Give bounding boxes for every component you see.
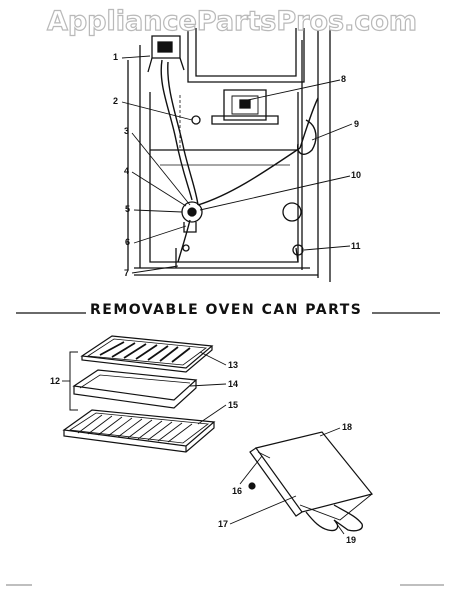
section-title: REMOVABLE OVEN CAN PARTS [88, 302, 365, 318]
callout-3: 3 [124, 126, 130, 136]
callout-7: 7 [124, 268, 130, 278]
callout-11: 11 [351, 241, 361, 251]
sensor-box [147, 35, 185, 73]
leader-lines-shield [229, 427, 345, 535]
callout-16: 16 [232, 486, 243, 496]
broiler-insert [80, 335, 214, 373]
callout-5: 5 [125, 204, 131, 214]
watermark-text: AppliancePartsPros.com [46, 5, 418, 37]
callout-14: 14 [228, 379, 239, 389]
leader-lines-upper [121, 55, 353, 274]
wire-harness [160, 59, 319, 263]
callout-12: 12 [50, 376, 61, 386]
oven-cavity [127, 28, 331, 282]
oven-rack [62, 409, 216, 453]
screw [182, 244, 190, 252]
broiler-pan-set [62, 335, 216, 453]
terminal-block [181, 201, 203, 233]
callout-15: 15 [228, 400, 239, 410]
callout-9: 9 [354, 119, 360, 129]
callout-1: 1 [113, 52, 119, 62]
callout-8: 8 [341, 74, 347, 84]
callout-18: 18 [342, 422, 353, 432]
callout-6: 6 [125, 237, 131, 247]
callout-4: 4 [124, 166, 130, 176]
callout-17: 17 [218, 519, 229, 529]
callout-13: 13 [228, 360, 239, 370]
oven-shield [248, 431, 374, 532]
leader-lines-pan [62, 351, 227, 425]
callout-2: 2 [113, 96, 119, 106]
callout-19: 19 [346, 535, 357, 545]
broil-bracket [211, 89, 279, 125]
broiler-pan [72, 369, 198, 409]
leveling-foot [292, 244, 304, 256]
callout-10: 10 [351, 170, 362, 180]
